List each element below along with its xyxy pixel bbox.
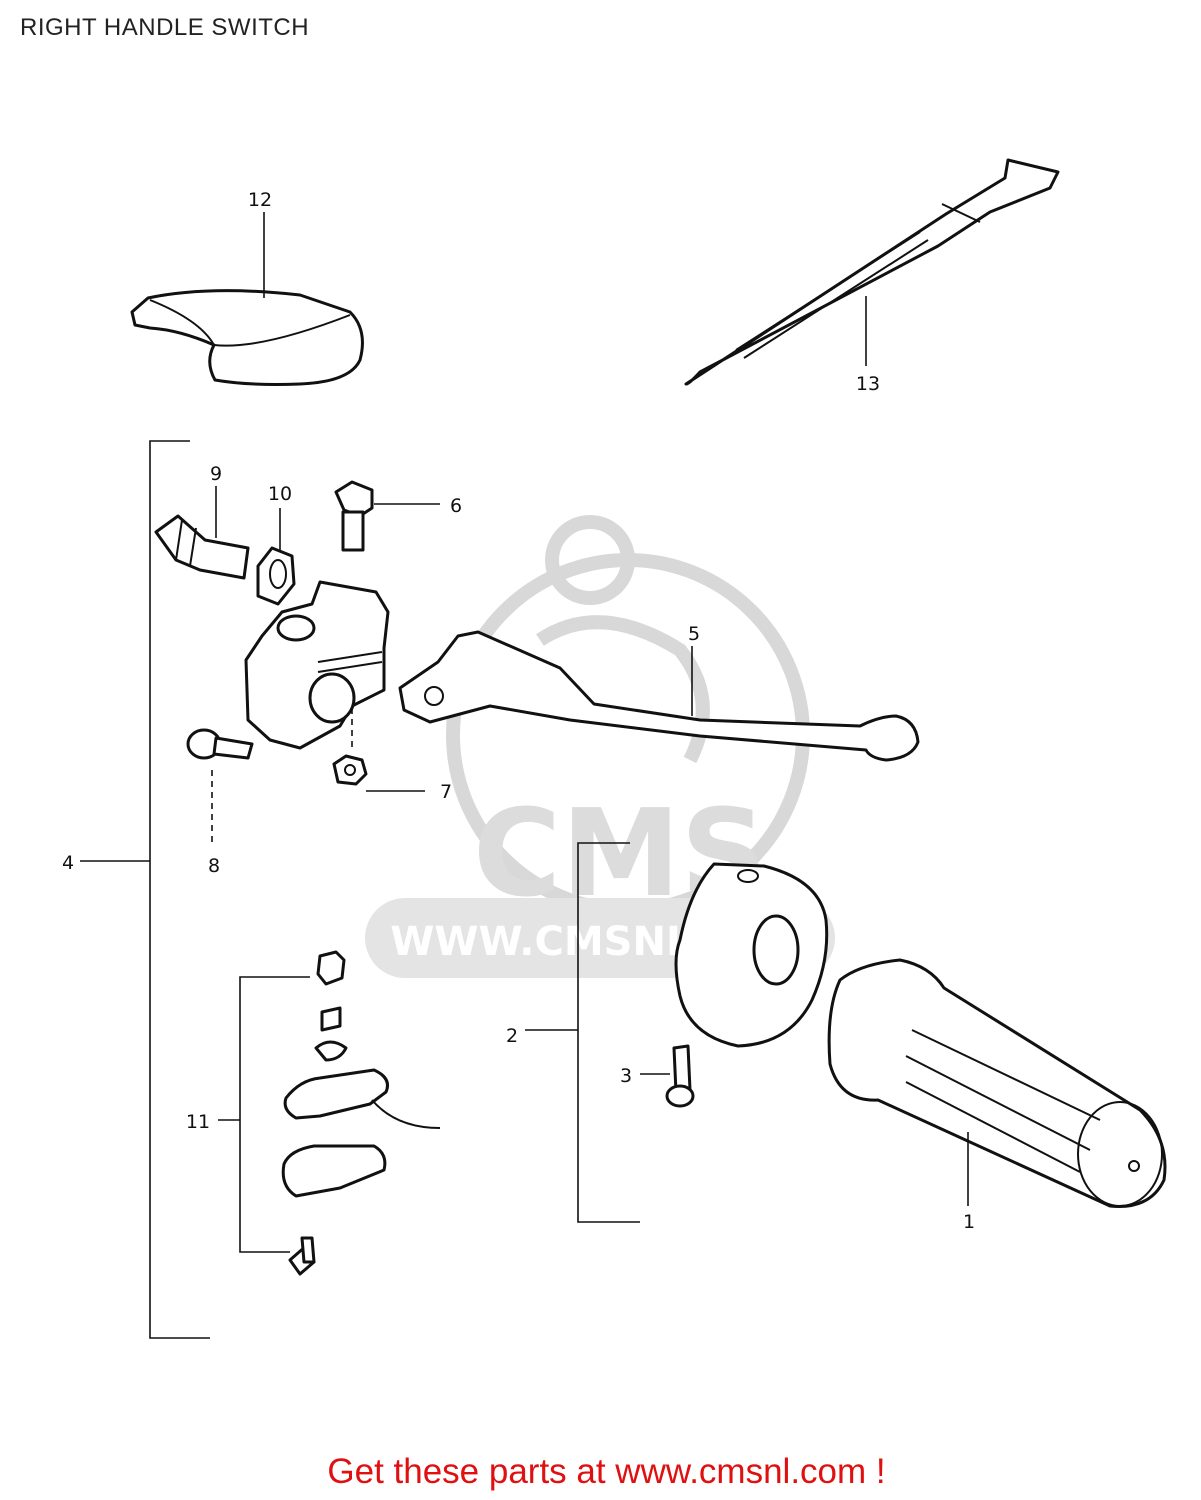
part-13-cable-tie <box>684 158 1060 386</box>
part-5-brake-lever <box>398 630 920 762</box>
get-parts-banner[interactable]: Get these parts at www.cmsnl.com ! <box>0 1452 1201 1492</box>
bracket-2 <box>577 842 640 1223</box>
part-7-nut <box>332 708 368 786</box>
part-9-adjuster-bolt <box>154 514 250 580</box>
callout-5: 5 <box>688 623 700 645</box>
callout-3: 3 <box>620 1065 632 1087</box>
get-parts-link-text[interactable]: Get these parts at www.cmsnl.com ! <box>327 1452 886 1491</box>
part-6-pivot-bolt <box>334 480 374 552</box>
page-title: RIGHT HANDLE SWITCH <box>20 14 310 41</box>
callout-8: 8 <box>208 855 220 877</box>
callout-11: 11 <box>186 1111 210 1133</box>
part-8-screw <box>186 728 254 845</box>
callout-13: 13 <box>856 373 880 395</box>
callout-2: 2 <box>506 1025 518 1047</box>
watermark-head <box>545 515 635 605</box>
callout-12: 12 <box>248 189 272 211</box>
part-11-front-brake-switch <box>281 950 441 1276</box>
part-4-lever-holder <box>244 580 390 750</box>
part-1-throttle-grip <box>827 958 1167 1208</box>
callout-9: 9 <box>210 463 222 485</box>
bracket-4 <box>149 440 210 1339</box>
callout-4: 4 <box>62 852 74 874</box>
part-3-screw <box>665 1044 695 1108</box>
part-10-lock-nut <box>256 546 296 606</box>
bracket-11 <box>239 976 310 1253</box>
callout-1: 1 <box>963 1211 975 1233</box>
part-2-throttle-housing <box>674 862 829 1048</box>
callout-10: 10 <box>268 483 292 505</box>
callout-6: 6 <box>450 495 462 517</box>
callout-7: 7 <box>440 781 452 803</box>
part-12-lever-holder-cover <box>130 289 364 386</box>
